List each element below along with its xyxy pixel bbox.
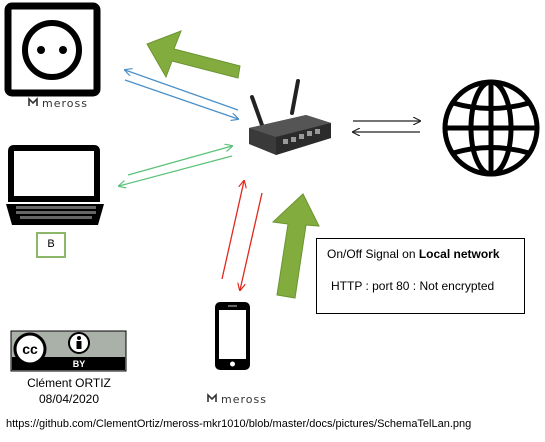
meross-logo-icon (207, 393, 217, 402)
author-name: Clément ORTIZ (27, 376, 111, 390)
blue-signal-arrow-to-plug (125, 70, 239, 111)
signal-info-box: On/Off Signal on Local network HTTP : po… (316, 238, 525, 314)
laptop-icon (6, 145, 104, 225)
green-signal-arrow-to-laptop (119, 155, 233, 186)
big-green-arrow-up-to-router (271, 193, 320, 299)
phone-brand-label: meross (221, 393, 267, 406)
big-green-arrow-to-plug (146, 30, 241, 79)
author-block: Clément ORTIZ 08/04/2020 (0, 375, 138, 407)
smartphone-icon (215, 302, 250, 370)
laptop-badge: B (36, 232, 66, 258)
green-signal-arrow-to-router (127, 146, 232, 176)
red-signal-arrow-to-phone (240, 192, 263, 290)
source-url[interactable]: https://github.com/ClementOrtiz/meross-m… (6, 418, 472, 430)
plug-brand-label: meross (42, 97, 88, 110)
cc-by-license-badge (10, 330, 127, 372)
author-date: 08/04/2020 (38, 392, 100, 406)
info-line-protocol: HTTP : port 80 : Not encrypted (331, 279, 495, 293)
info-line-prefix: On/Off Signal on (327, 247, 419, 261)
blue-signal-arrow-to-router (124, 79, 238, 119)
cc-icon (13, 332, 47, 366)
meross-logo-icon (28, 97, 38, 106)
router-icon (249, 79, 331, 155)
cc-symbol-text: cc (22, 341, 38, 357)
globe-icon (442, 79, 540, 177)
info-line-bold: Local network (418, 247, 500, 261)
smart-plug-icon (4, 2, 101, 97)
red-signal-arrow-to-router (221, 181, 244, 280)
info-line-signal: On/Off Signal on Local network (327, 247, 500, 261)
cc-by-label: BY (73, 359, 86, 369)
